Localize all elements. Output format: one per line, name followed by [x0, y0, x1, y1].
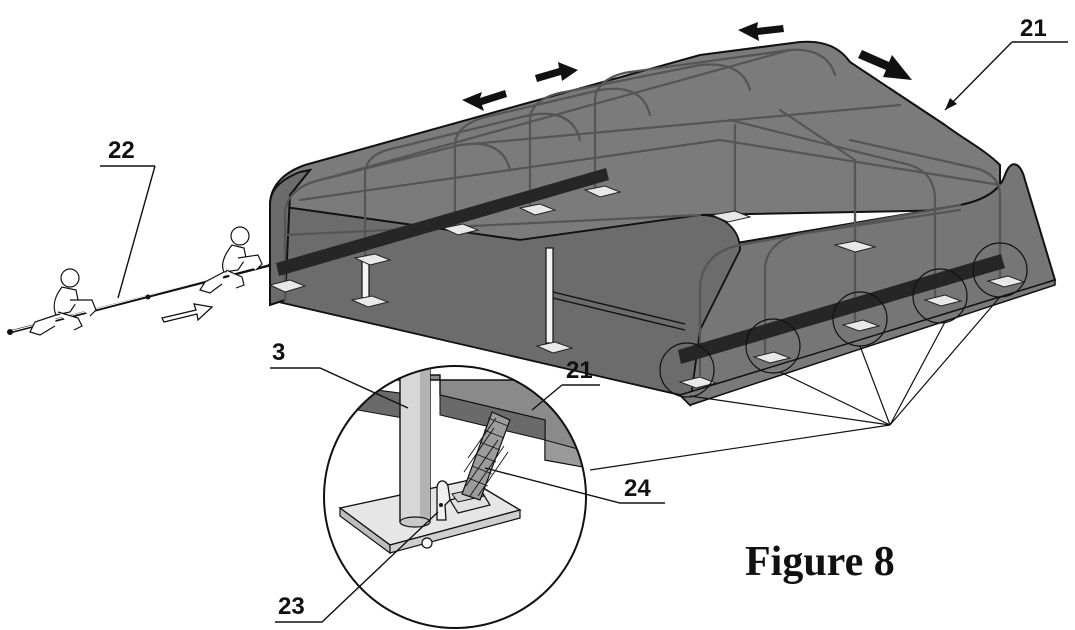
frame-arch: [283, 142, 512, 302]
base-plate: [268, 279, 307, 293]
leader-line: [100, 165, 156, 299]
base-plate: [518, 203, 557, 216]
figure-caption: Figure 8: [745, 539, 895, 585]
tension-straps: [276, 168, 1005, 364]
base-plate: [752, 351, 792, 364]
label-21-detail: 21: [566, 357, 593, 384]
workers-with-rod: [7, 226, 271, 336]
base-plate: [833, 240, 877, 253]
frame-arch: [363, 112, 582, 260]
label-23: 23: [278, 593, 305, 620]
anchor-circle: [745, 318, 801, 374]
rod-joint: [145, 294, 151, 300]
worker-icon: [29, 268, 97, 336]
bolt-hole: [421, 537, 433, 549]
base-plate: [678, 376, 718, 389]
shelter-cover: [268, 40, 1057, 407]
frame-ridge: [298, 138, 1002, 202]
frame-arch: [528, 63, 752, 212]
latch-hook: [436, 480, 451, 521]
latch-pin: [439, 503, 443, 507]
detail-outline: [323, 365, 587, 629]
arrow-left-icon: [462, 90, 507, 111]
leg-crossbar: [552, 291, 686, 331]
frame-arch-front: [848, 138, 1002, 282]
base-plate: [353, 253, 392, 266]
detail-post-shade: [420, 366, 430, 522]
detail-view: [323, 365, 587, 629]
base-plate: [350, 295, 390, 308]
convergence-lines: [689, 296, 1001, 426]
leg: [545, 247, 554, 344]
anchor-highlights: [589, 242, 1028, 471]
cover-bottom-hem: [678, 278, 1056, 406]
arrow-right-icon: [858, 50, 912, 80]
frame-ridge: [318, 48, 792, 182]
leader-line: [531, 384, 600, 411]
frame-tubes: [283, 48, 1002, 377]
leader-line: [944, 41, 1068, 111]
anchor-circle: [912, 268, 968, 324]
leader-line: [275, 511, 439, 623]
base-plate: [535, 341, 574, 354]
frame-ridge: [283, 213, 702, 237]
frame-arch: [593, 48, 837, 192]
arrow-left-icon: [738, 22, 784, 41]
frame-arch: [453, 87, 652, 232]
label-22: 22: [108, 137, 135, 164]
detail-strap: [461, 411, 511, 501]
front-base-plates: [678, 275, 1026, 389]
rod-end: [7, 329, 13, 335]
frame-arch-front: [698, 203, 962, 377]
label-24: 24: [624, 475, 651, 502]
frame-arch-front: [778, 108, 857, 327]
base-plate: [841, 319, 881, 332]
detail-connector: [589, 424, 891, 471]
reference-labels: 21 22 3 21 24 23: [100, 15, 1068, 623]
frame-arch-front: [728, 118, 937, 302]
exposed-legs: [268, 185, 877, 354]
leader-line: [270, 367, 409, 409]
strap-front: [678, 254, 1005, 364]
motion-arrows: [462, 22, 912, 111]
label-3: 3: [272, 339, 285, 366]
leader-line: [484, 467, 665, 504]
base-plate: [441, 223, 480, 236]
strap-left: [276, 168, 609, 276]
label-21-top: 21: [1020, 15, 1047, 42]
frame-arch-front: [763, 208, 962, 357]
arrow-right-icon: [535, 62, 578, 82]
detail-post-foot: [399, 516, 431, 528]
pull-direction-icon: [161, 303, 214, 323]
base-plate: [710, 210, 752, 223]
strap-crosshatch: [463, 417, 509, 497]
base-plate: [583, 185, 622, 198]
frame-ridge: [458, 103, 902, 147]
base-plate: [923, 294, 963, 307]
worker-icon: [199, 226, 263, 294]
anchor-circle: [659, 342, 715, 398]
leader-arrow-icon: [945, 98, 957, 110]
